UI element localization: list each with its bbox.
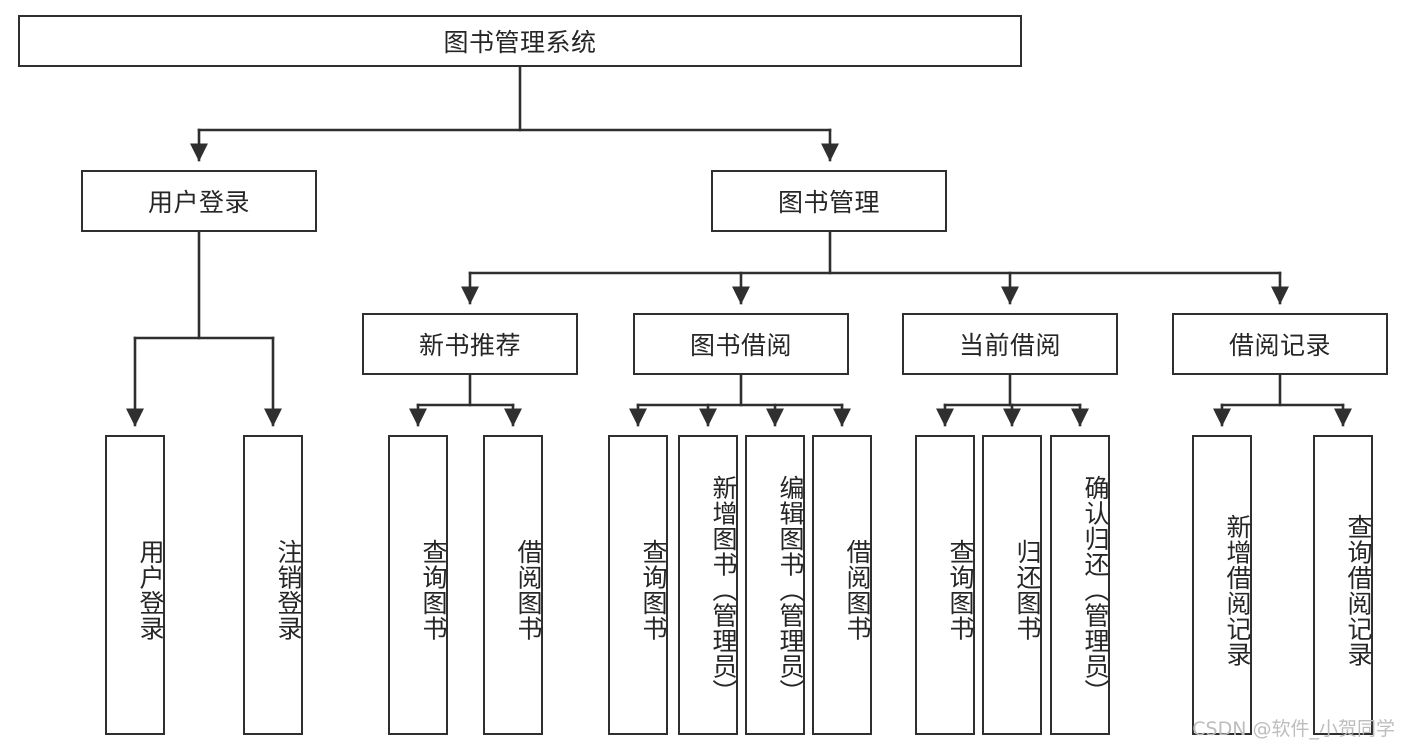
node-level3-label: 新书推荐 [418,331,521,360]
node-leaf-3[interactable]: 查询图书 [388,435,448,735]
node-leaf-5[interactable]: 查询图书 [608,435,668,735]
node-leaf-label: 注销登录 [274,539,303,641]
node-root-label: 图书管理系统 [443,28,597,57]
node-leaf-8[interactable]: 借阅图书 [812,435,872,735]
node-leaf-label: 确认归还（管理员） [1081,475,1110,705]
node-leaf-label: 用户登录 [136,539,165,641]
node-level3-label: 借阅记录 [1228,331,1331,360]
node-leaf-label: 归还图书 [1013,539,1042,641]
node-leaf-9[interactable]: 查询图书 [915,435,975,735]
node-leaf-13[interactable]: 查询借阅记录 [1313,435,1373,735]
node-level2-label: 用户登录 [147,188,250,217]
node-leaf-label: 新增图书（管理员） [709,475,738,705]
node-leaf-label: 查询图书 [419,539,448,641]
node-leaf-2[interactable]: 注销登录 [243,435,303,735]
node-level2-label: 图书管理 [777,188,880,217]
node-level3-1[interactable]: 新书推荐 [362,313,578,375]
node-level3-3[interactable]: 当前借阅 [902,313,1118,375]
node-leaf-4[interactable]: 借阅图书 [483,435,543,735]
node-leaf-11[interactable]: 确认归还（管理员） [1050,435,1110,735]
watermark: CSDN @软件_小贺同学 [1192,718,1395,740]
node-level3-2[interactable]: 图书借阅 [633,313,849,375]
node-leaf-12[interactable]: 新增借阅记录 [1192,435,1252,735]
node-leaf-7[interactable]: 编辑图书（管理员） [745,435,805,735]
node-leaf-label: 借阅图书 [843,539,872,641]
node-leaf-label: 新增借阅记录 [1223,513,1252,667]
node-level3-label: 图书借阅 [689,331,792,360]
node-level2-2[interactable]: 图书管理 [711,170,947,232]
node-leaf-label: 查询图书 [946,539,975,641]
node-leaf-6[interactable]: 新增图书（管理员） [678,435,738,735]
node-level2-1[interactable]: 用户登录 [81,170,317,232]
node-leaf-label: 查询借阅记录 [1344,513,1373,667]
node-leaf-label: 编辑图书（管理员） [776,475,805,705]
node-leaf-label: 查询图书 [639,539,668,641]
node-leaf-1[interactable]: 用户登录 [105,435,165,735]
node-level3-4[interactable]: 借阅记录 [1172,313,1388,375]
node-root[interactable]: 图书管理系统 [18,15,1022,67]
node-leaf-label: 借阅图书 [514,539,543,641]
node-leaf-10[interactable]: 归还图书 [982,435,1042,735]
node-level3-label: 当前借阅 [958,331,1061,360]
